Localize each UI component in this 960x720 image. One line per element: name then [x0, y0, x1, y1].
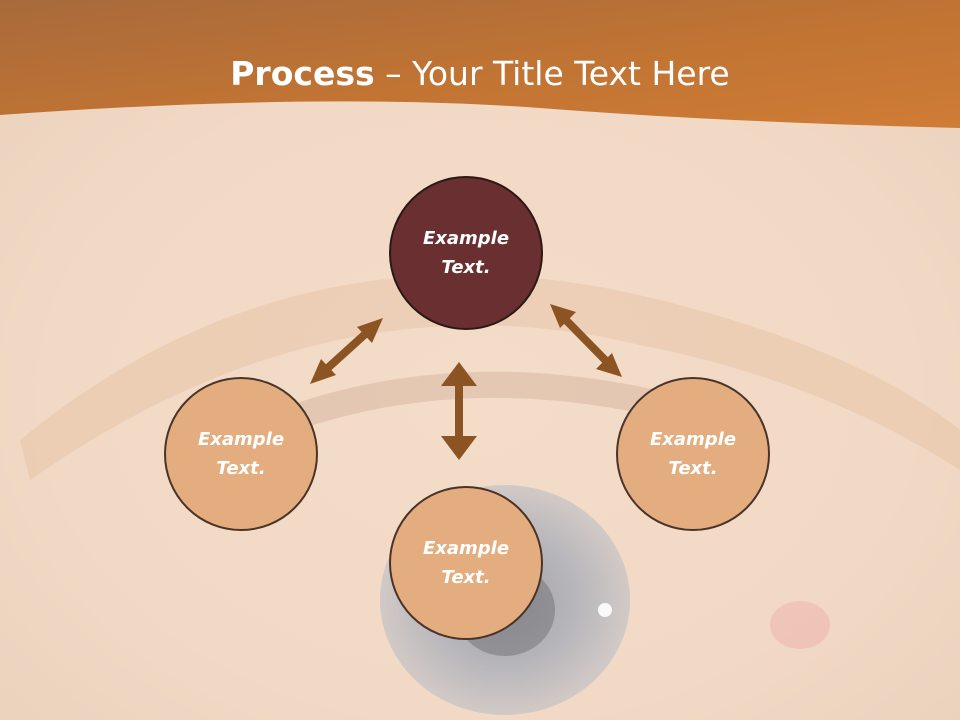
node-text-line2: Text. [216, 458, 266, 479]
title-regular-part: – Your Title Text Here [374, 54, 730, 93]
arrow-head [596, 353, 622, 377]
process-node-bottom: Example Text. [389, 486, 543, 640]
title-bold-part: Process [230, 54, 375, 93]
arrow-top-right [557, 311, 615, 370]
node-text-line1: Example [197, 429, 285, 450]
node-text-line1: Example [422, 538, 510, 559]
arrow-top-left [317, 324, 376, 378]
node-text-line2: Text. [441, 567, 491, 588]
arrow-head [441, 436, 477, 460]
node-text-line2: Text. [441, 257, 491, 278]
node-text-line1: Example [649, 429, 737, 450]
arrow-head [310, 359, 336, 384]
node-text-line1: Example [422, 228, 510, 249]
process-node-top: Example Text. [389, 176, 543, 330]
arrow-head [441, 362, 477, 386]
process-node-right: Example Text. [616, 377, 770, 531]
slide-title: Process – Your Title Text Here [0, 52, 960, 96]
arrow-head [357, 318, 383, 343]
process-node-left: Example Text. [164, 377, 318, 531]
node-text-line2: Text. [668, 458, 718, 479]
arrow-head [550, 304, 576, 328]
